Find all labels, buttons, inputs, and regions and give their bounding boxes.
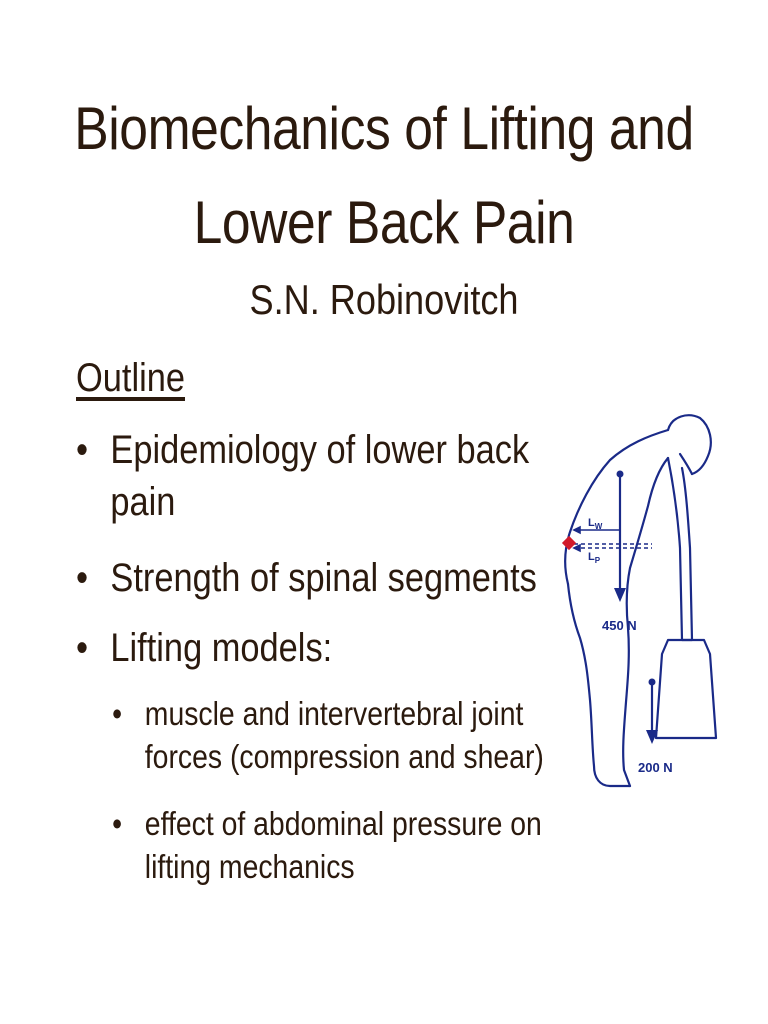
- list-item-line: lifting mechanics: [144, 848, 355, 885]
- bullet-icon: •: [76, 428, 89, 472]
- moment-arm-lines: [572, 525, 652, 553]
- force-label-lower: 200 N: [638, 760, 673, 775]
- bullet-icon: •: [112, 805, 123, 842]
- lp-label: LP: [588, 551, 601, 565]
- bullet-icon: •: [112, 695, 123, 732]
- lifting-figure: LW LP 450 N 200 N: [548, 408, 756, 802]
- list-item-line: effect of abdominal pressure on: [144, 805, 542, 842]
- list-item-line: Strength of spinal segments: [110, 556, 537, 600]
- spine-marker-icon: [561, 535, 577, 551]
- list-item-line: forces (compression and shear): [144, 738, 544, 775]
- list-item-line: Lifting models:: [110, 626, 333, 670]
- bullet-icon: •: [76, 626, 89, 670]
- title-line-1: Biomechanics of Lifting and: [74, 95, 694, 162]
- force-arrow-icon: [646, 678, 658, 744]
- list-item-line: muscle and intervertebral joint: [144, 695, 524, 732]
- slide-title: Biomechanics of Lifting and Lower Back P…: [54, 82, 714, 270]
- body-outline-icon: [564, 414, 718, 788]
- force-label-upper: 450 N: [602, 618, 637, 633]
- author-name: S.N. Robinovitch: [249, 276, 519, 323]
- lw-label: LW: [588, 517, 603, 531]
- list-item-line: Epidemiology of lower back: [110, 428, 530, 472]
- title-line-2: Lower Back Pain: [193, 189, 575, 256]
- bullet-icon: •: [76, 556, 89, 600]
- force-arrow-icon: [614, 470, 626, 602]
- lifting-diagram: LW LP 450 N 200 N: [561, 414, 718, 788]
- list-item-line: pain: [110, 480, 176, 524]
- outline-heading: Outline: [76, 356, 186, 400]
